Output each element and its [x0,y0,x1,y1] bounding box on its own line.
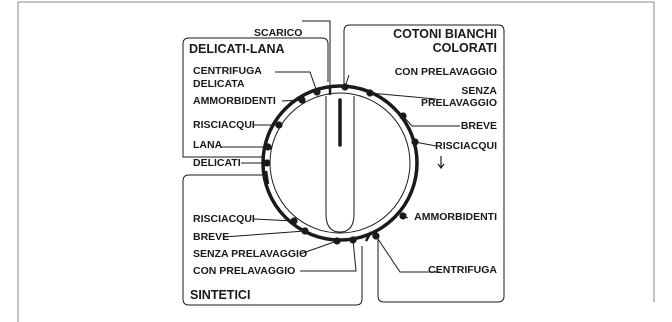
delicates-position-dot [263,159,271,167]
cotton-group-title-line1: COTONI BIANCHI [393,27,497,41]
delicate-softener-position-dot [298,96,306,104]
rinse-hold-arrow-icon [437,156,445,169]
cotton-group-title-line2: COLORATI [433,41,497,55]
synth-short-label: BREVE [193,231,229,243]
delicate-rinse-label: RISCIACQUI [193,119,255,131]
cotton-no-prewash-label-line1: SENZA [461,85,497,97]
delicate-group-title: DELICATI-LANA [189,42,285,56]
synth-rinse-leader-line [252,218,295,222]
knob-grip [325,96,355,233]
cotton-short-label: BREVE [461,120,497,132]
delicate-spin-position-dot [313,88,321,96]
synth-rinse-label: RISCIACQUI [193,213,255,225]
cotton-rinse-label: RISCIACQUI [435,140,497,152]
cotton-softener-label: AMMORBIDENTI [414,211,497,223]
synthetic-group-frame [182,174,363,306]
cotton-no-prewash-label-line2: PRELAVAGGIO [421,97,497,109]
synth-no-prewash-leader-line [299,240,338,255]
synth-prewash-position-dot [349,236,357,244]
synth-no-prewash-position-dot [333,237,341,245]
cotton-softener-position-dot [399,212,407,220]
synth-prewash-label: CON PRELAVAGGIO [193,265,295,277]
synth-rinse-position-dot [290,217,298,225]
wool-label: LANA [193,139,223,151]
cotton-no-prewash-position-dot [366,89,374,97]
cotton-prewash-position-dot [341,83,349,91]
dial-positions [221,20,460,273]
delicate-spin-label-line2: DELICATA [193,78,245,90]
page-frame [17,1,655,322]
cotton-prewash-label: CON PRELAVAGGIO [395,66,497,78]
stop-tick-bottom [364,231,373,242]
delicate-spin-label-line1: CENTRIFUGA [193,65,262,77]
cotton-no-prewash-leader-line [369,92,437,100]
cotton-short-leader-line [402,115,460,127]
delicates-label: DELICATI [193,157,241,169]
synth-no-prewash-label: SENZA PRELAVAGGIO [193,248,307,260]
synth-short-position-dot [301,227,309,235]
synthetic-group-title: SINTETICI [190,288,250,302]
cotton-spin-position-dot [372,232,380,240]
delicate-group-frame [182,37,329,158]
cotton-short-position-dot [399,112,407,120]
delicate-rinse-position-dot [275,121,283,129]
synth-prewash-leader-line [300,239,357,272]
delicate-spin-leader-line [275,71,318,93]
drain-label: SCARICO [254,27,302,39]
group-frames [182,24,505,306]
delicate-softener-label: AMMORBIDENTI [193,95,276,107]
drain-leader-line [302,20,331,90]
stop-tick-left [264,170,270,185]
cotton-spin-label: CENTRIFUGA [428,264,497,276]
synth-short-leader-line [223,230,306,238]
wool-position-dot [264,143,272,151]
cotton-group-frame [343,24,505,303]
cotton-spin-leader-line [375,235,440,273]
cotton-rinse-position-dot [411,138,419,146]
